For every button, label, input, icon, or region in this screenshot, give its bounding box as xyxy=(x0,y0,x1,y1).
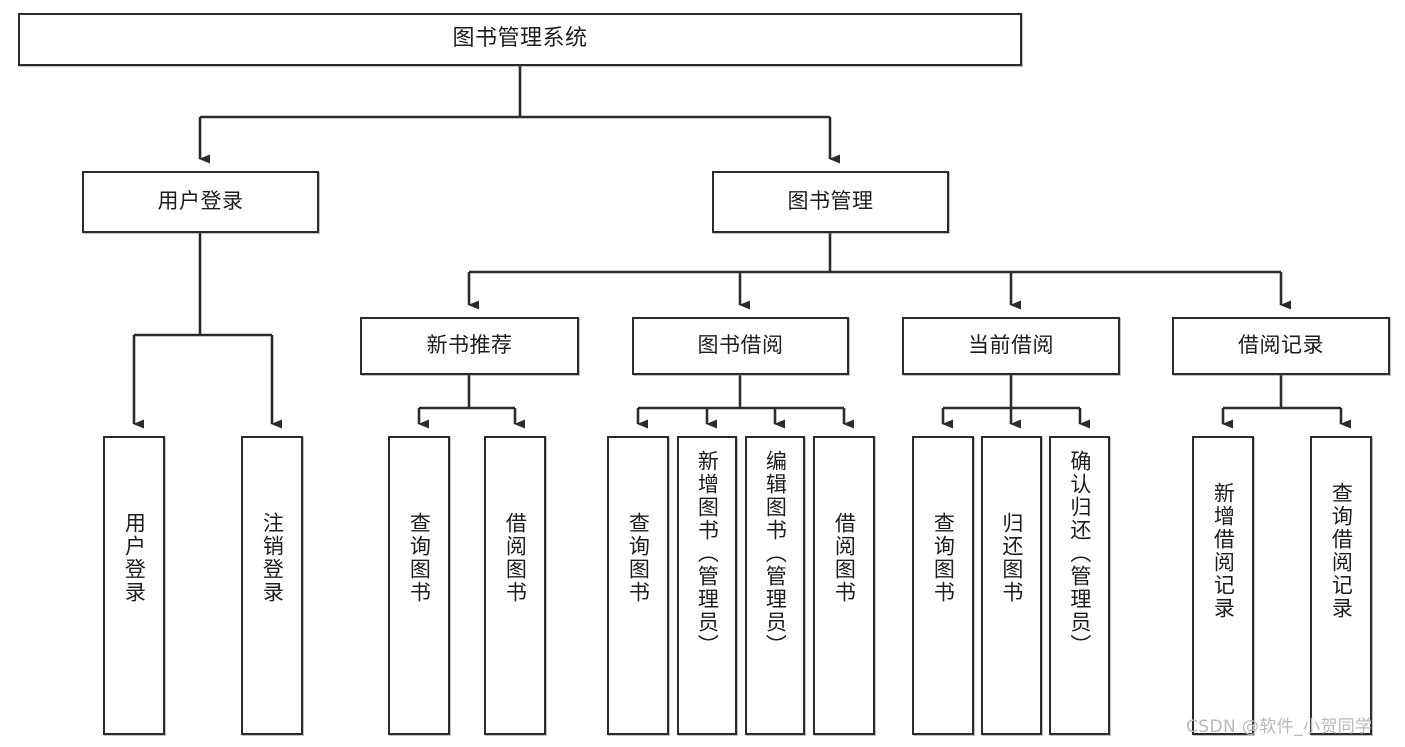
node-leaf-add-book[interactable]: 新增图书（管理员） xyxy=(677,436,737,735)
node-label: 新书推荐 xyxy=(426,333,513,358)
node-leaf-borrow-book-1[interactable]: 借阅图书 xyxy=(484,436,546,735)
node-label: 查询借阅记录 xyxy=(1329,482,1354,620)
node-label: 编辑图书（管理员） xyxy=(763,450,788,657)
node-label: 当前借阅 xyxy=(968,333,1054,358)
node-label: 查询图书 xyxy=(626,512,651,604)
node-label: 图书管理系统 xyxy=(452,26,588,52)
node-label: 用户登录 xyxy=(157,189,244,214)
node-leaf-return-book[interactable]: 归还图书 xyxy=(981,436,1042,735)
node-leaf-edit-book[interactable]: 编辑图书（管理员） xyxy=(745,436,805,735)
node-leaf-query-record[interactable]: 查询借阅记录 xyxy=(1310,436,1372,735)
node-label: 借阅图书 xyxy=(832,512,857,604)
node-leaf-user-logout[interactable]: 注销登录 xyxy=(241,436,303,735)
node-current-borrow[interactable]: 当前借阅 xyxy=(902,317,1120,375)
node-label: 借阅记录 xyxy=(1238,333,1324,358)
node-root-system[interactable]: 图书管理系统 xyxy=(18,13,1022,66)
node-label: 图书借阅 xyxy=(697,333,784,358)
node-label: 查询图书 xyxy=(931,512,956,604)
node-leaf-query-book-2[interactable]: 查询图书 xyxy=(607,436,669,735)
node-leaf-borrow-book-2[interactable]: 借阅图书 xyxy=(813,436,875,735)
node-book-borrow[interactable]: 图书借阅 xyxy=(632,317,849,375)
node-label: 图书管理 xyxy=(787,189,874,214)
node-book-manage[interactable]: 图书管理 xyxy=(712,171,949,233)
node-label: 新增借阅记录 xyxy=(1211,482,1236,620)
node-label: 查询图书 xyxy=(407,512,432,604)
node-borrow-record[interactable]: 借阅记录 xyxy=(1172,317,1390,375)
node-user-login[interactable]: 用户登录 xyxy=(82,171,319,233)
node-leaf-query-book-1[interactable]: 查询图书 xyxy=(388,436,450,735)
node-leaf-add-record[interactable]: 新增借阅记录 xyxy=(1192,436,1254,735)
node-label: 注销登录 xyxy=(260,512,285,604)
csdn-watermark: CSDN @软件_小贺同学 xyxy=(1186,717,1373,737)
node-label: 确认归还（管理员） xyxy=(1067,450,1092,657)
node-leaf-user-login[interactable]: 用户登录 xyxy=(103,436,165,735)
node-label: 新增图书（管理员） xyxy=(695,450,720,657)
node-new-book-rec[interactable]: 新书推荐 xyxy=(360,317,579,375)
node-leaf-query-book-3[interactable]: 查询图书 xyxy=(912,436,974,735)
node-label: 借阅图书 xyxy=(503,512,528,604)
node-leaf-confirm-return[interactable]: 确认归还（管理员） xyxy=(1049,436,1110,735)
node-label: 归还图书 xyxy=(999,512,1024,604)
node-label: 用户登录 xyxy=(122,512,147,604)
